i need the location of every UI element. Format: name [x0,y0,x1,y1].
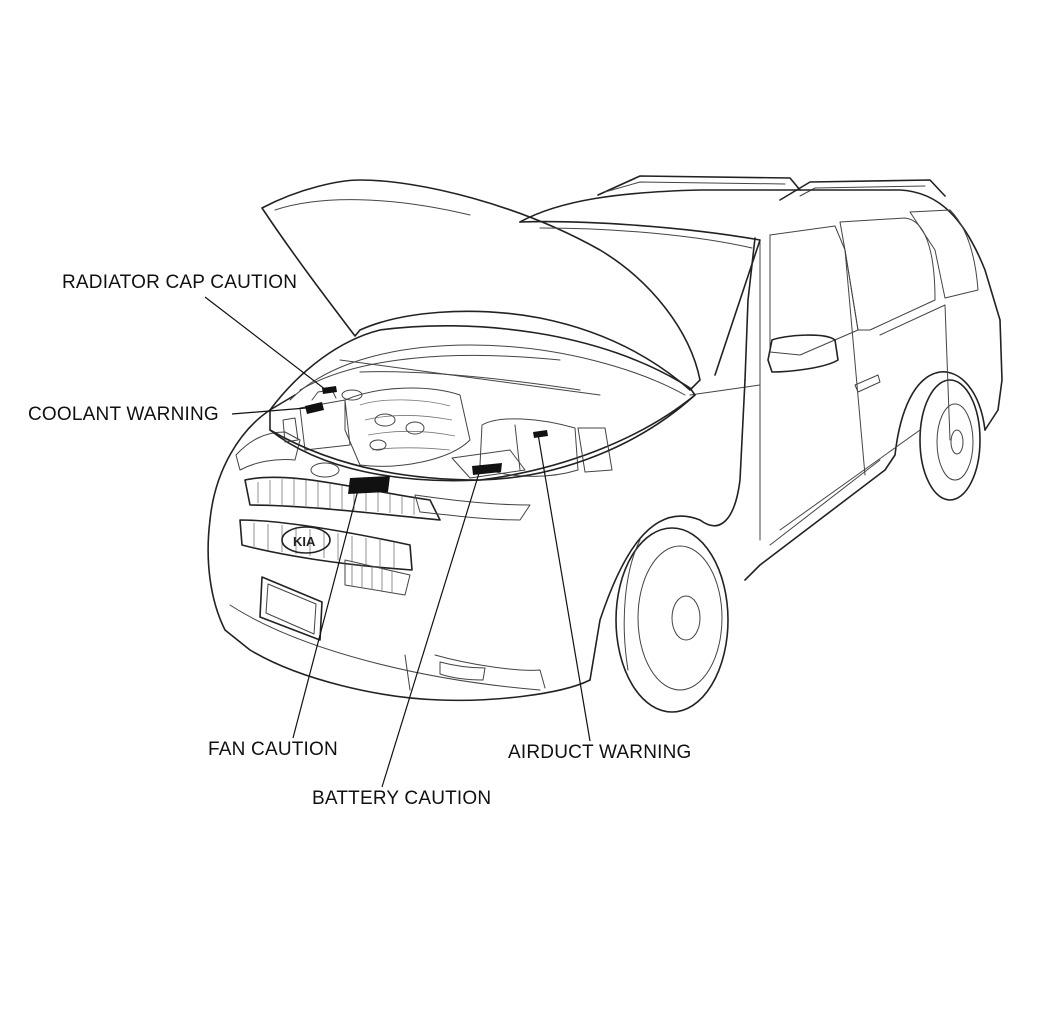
fan-leader [292,489,359,739]
kia-badge-text: KIA [293,534,316,549]
radiator-cap-caution-label: RADIATOR CAP CAUTION [62,272,298,293]
radiator-cap-leader [204,296,327,391]
open-hood [261,179,761,391]
van-body: KIA [207,175,1003,713]
radiator-cap-tag [322,386,337,394]
coolant-tag [305,402,324,414]
coolant-leader [231,407,307,415]
battery-tag [472,463,502,475]
battery-leader [381,469,481,788]
battery-caution-label: BATTERY CAUTION [312,788,492,809]
airduct-warning-label: AIRDUCT WARNING [508,742,692,763]
engine-bay [269,325,696,482]
leader-lines [204,296,591,788]
fan-caution-label: FAN CAUTION [208,739,338,760]
fan-tag [348,476,390,494]
coolant-warning-label: COOLANT WARNING [28,404,219,425]
airduct-tag [533,430,548,438]
airduct-leader [537,433,591,742]
